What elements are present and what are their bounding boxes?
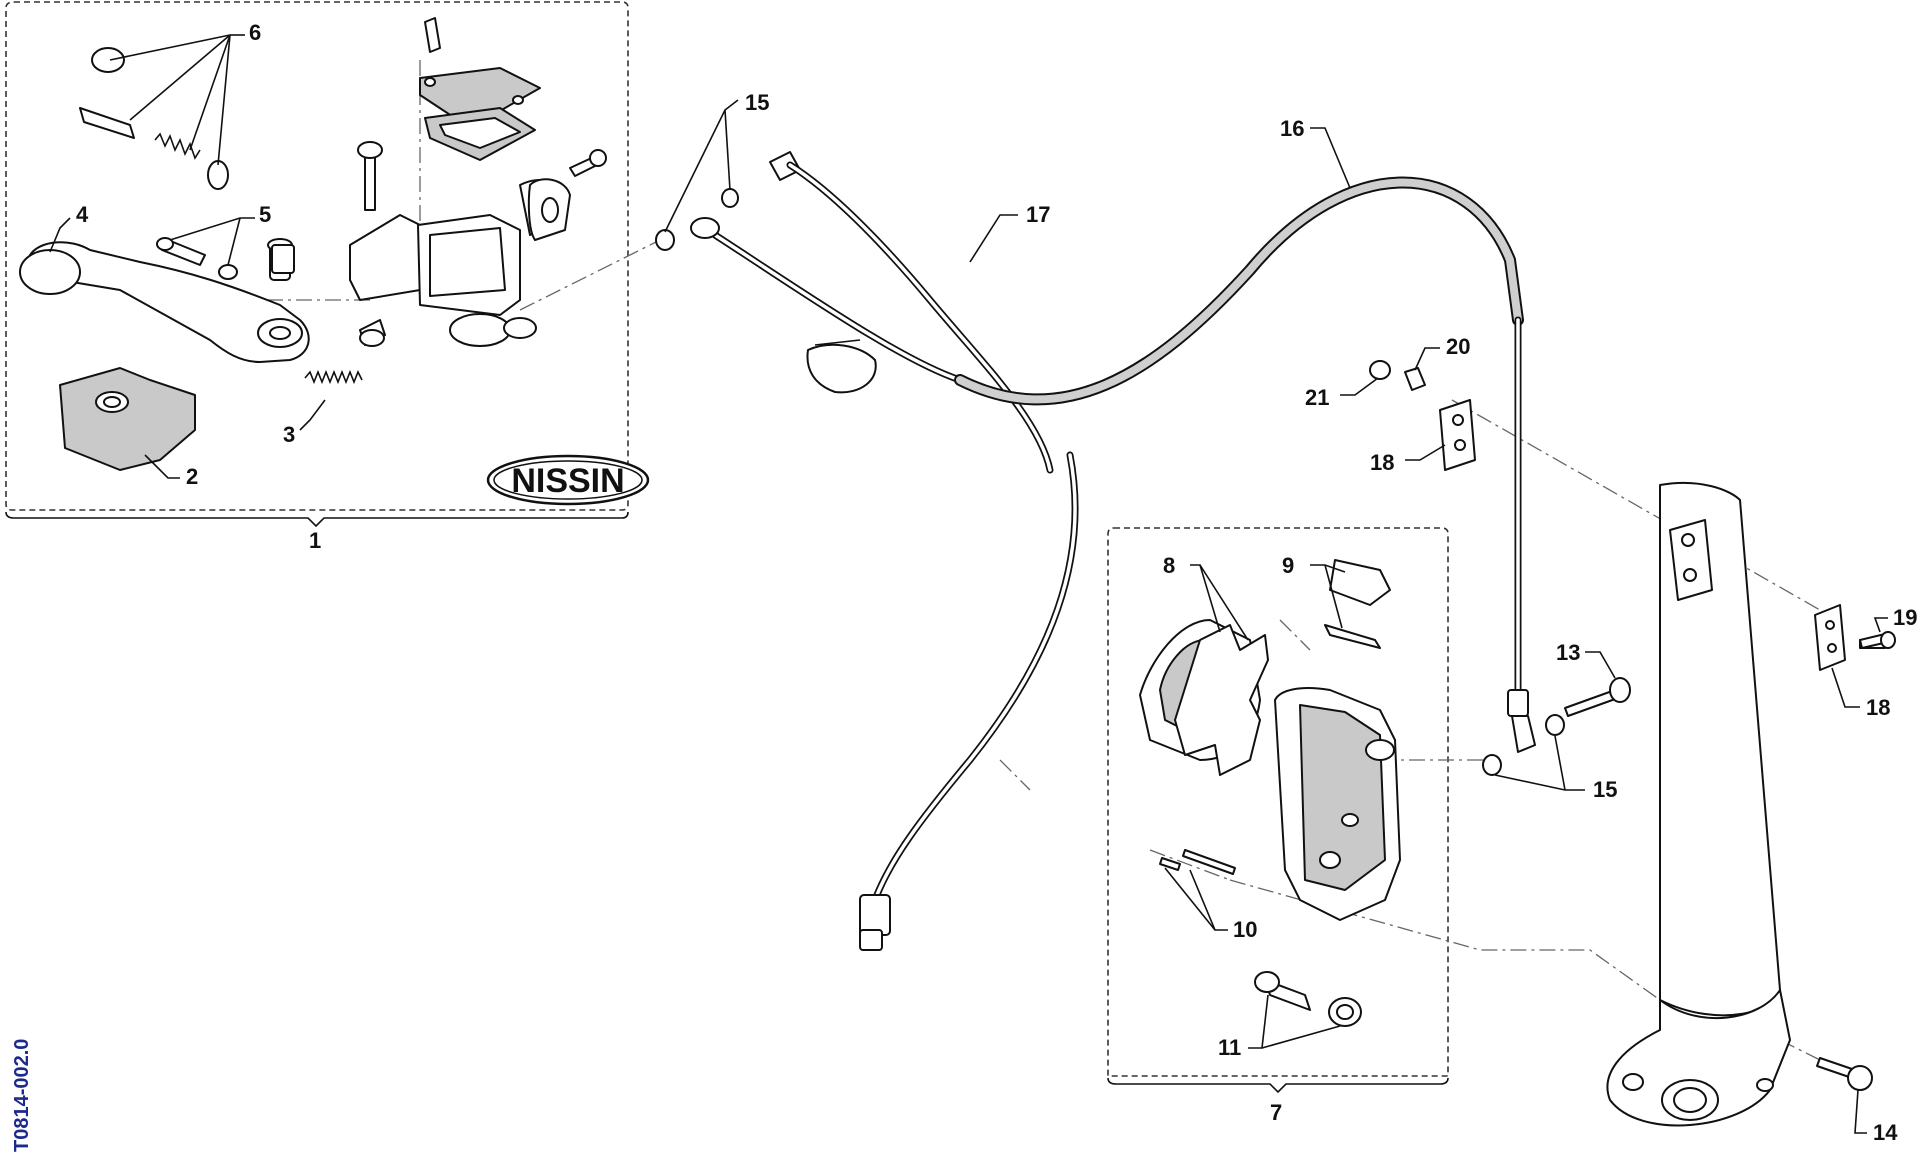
master-cylinder-group-box [5,1,629,528]
callout-2: 2 [186,464,198,489]
caliper-mount-bolt [1564,677,1631,717]
leader-lines [49,34,1888,1134]
callout-19: 19 [1893,605,1917,630]
hose-guide-upper [1369,360,1476,471]
assembly-centerlines [268,60,1821,1061]
brake-caliper [1274,687,1401,921]
callout-3: 3 [283,422,295,447]
callout-4: 4 [76,202,89,227]
callout-7: 7 [1270,1100,1282,1125]
callout-18-lower: 18 [1866,695,1890,720]
fork-leg [1606,481,1791,1127]
brake-pads [1139,619,1269,776]
push-rod-kit [79,47,229,190]
lever-boot [59,367,196,471]
callout-10: 10 [1233,917,1257,942]
callout-1: 1 [309,528,321,553]
callout-16: 16 [1280,116,1304,141]
callout-9: 9 [1282,553,1294,578]
callout-15-upper: 15 [745,90,769,115]
lever-bushing [271,244,295,274]
pad-pins [1159,849,1236,875]
lever-spring [304,369,363,385]
callout-15-lower: 15 [1593,777,1617,802]
callout-18-upper: 18 [1370,450,1394,475]
callout-labels: 6 4 5 3 2 1 15 16 17 20 21 18 8 9 13 19 … [76,20,1917,1145]
guide-bolt [1859,631,1896,649]
callout-14: 14 [1873,1120,1898,1145]
callout-13: 13 [1556,640,1580,665]
slider-pin-kit [1254,971,1362,1027]
callout-8: 8 [1163,553,1175,578]
drawing-number: T0814-002.0 [11,1039,33,1152]
banjo-washers [655,188,1565,776]
cable-tie [806,339,877,394]
callout-17: 17 [1026,202,1050,227]
brake-hose-17 [769,151,1079,951]
callout-20: 20 [1446,334,1470,359]
nissin-badge-label: NISSIN [511,462,624,500]
callout-6: 6 [249,20,261,45]
brake-hose-16 [690,176,1536,753]
callout-5: 5 [259,202,271,227]
brake-lever [19,238,310,363]
callout-11: 11 [1218,1035,1241,1060]
axle-clamp-bolt [1816,1057,1873,1091]
mounting-screws [357,141,607,211]
handlebar-clamp [527,178,571,241]
caliper-group-box [1107,527,1449,1094]
reservoir-cap [419,17,541,161]
callout-21: 21 [1305,385,1329,410]
pivot-bolt [156,237,238,280]
nissin-badge: NISSIN [486,454,650,506]
